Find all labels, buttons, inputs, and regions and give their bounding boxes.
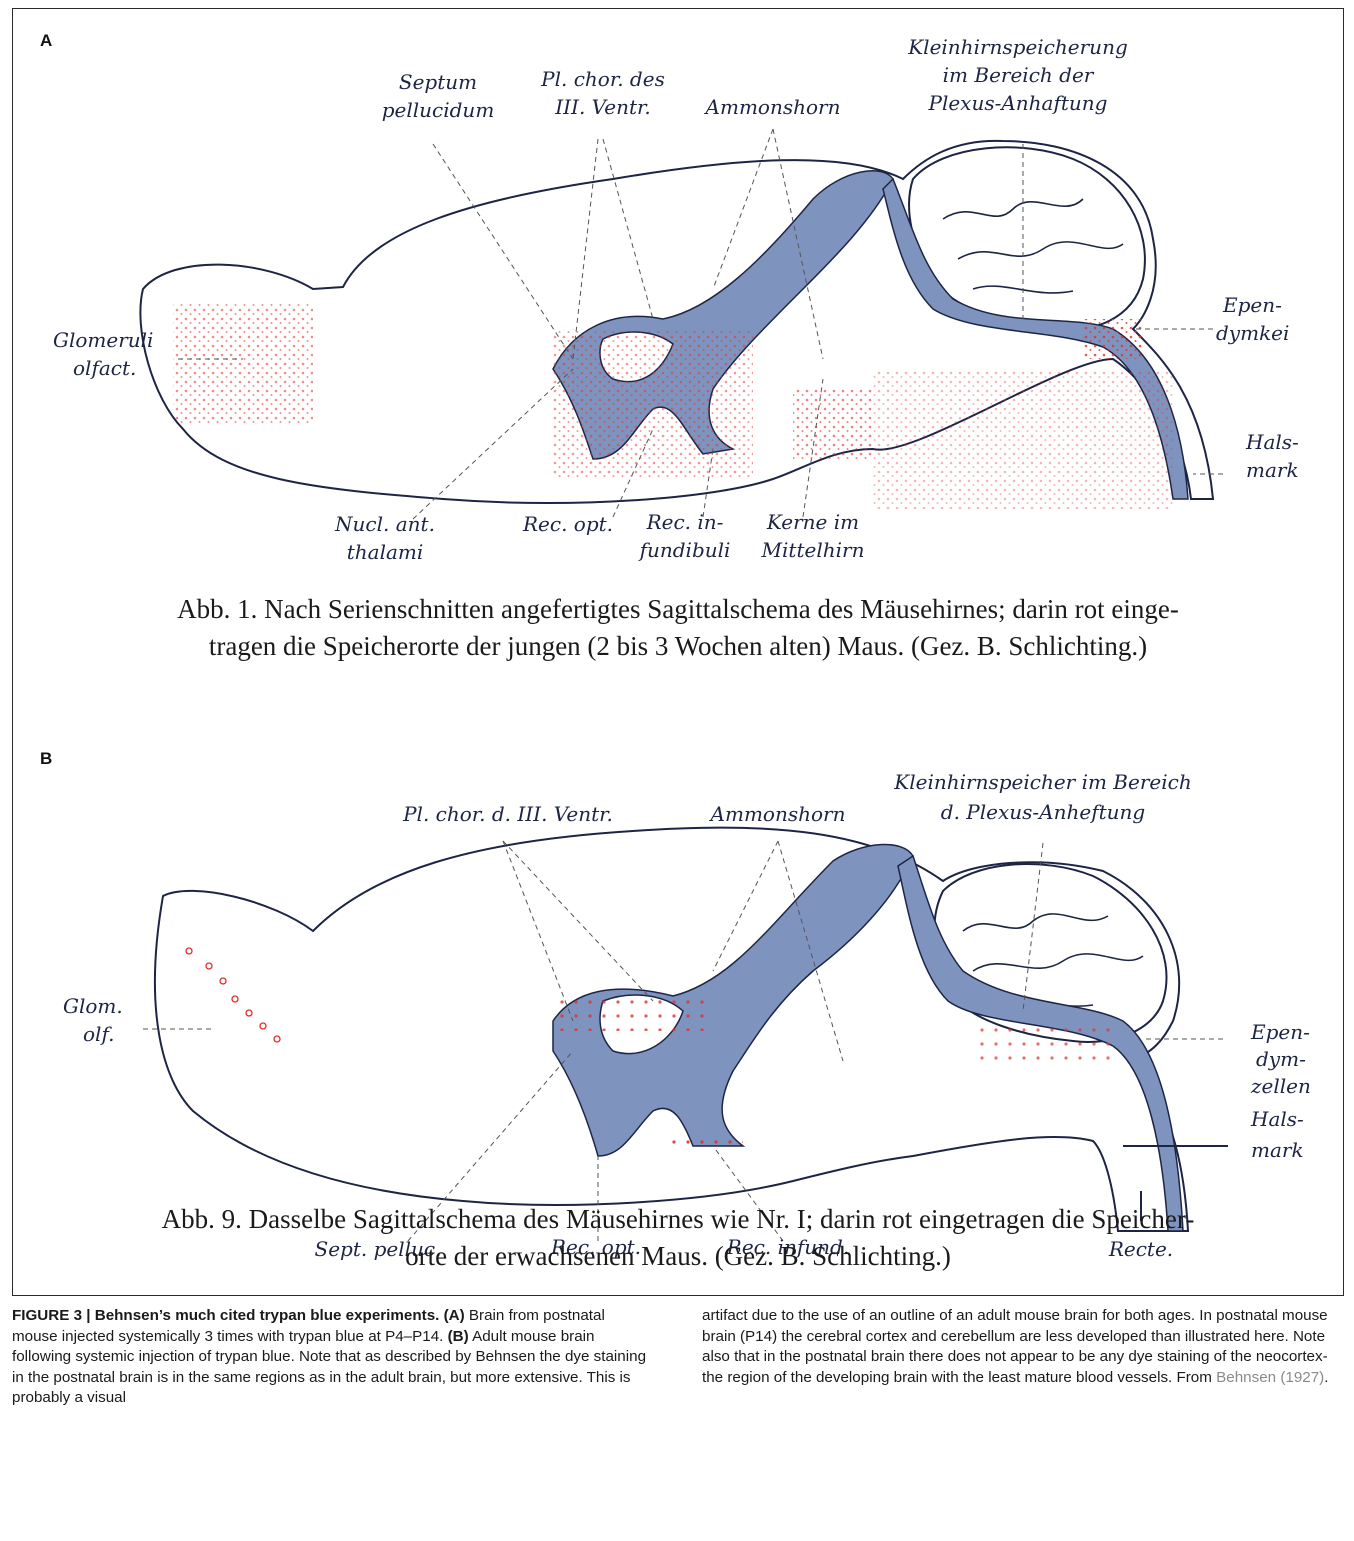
label-glom-2: olf. bbox=[83, 1022, 114, 1046]
panel-a-original-caption: Abb. 1. Nach Serienschnitten angefertigt… bbox=[13, 591, 1343, 665]
label-ammonshorn-b: Ammonshorn bbox=[709, 802, 846, 826]
label-recinf-2: fundibuli bbox=[638, 538, 731, 562]
caption-left-column: FIGURE 3 | Behnsen’s much cited trypan b… bbox=[12, 1306, 652, 1409]
reference-link[interactable]: Behnsen (1927) bbox=[1216, 1369, 1324, 1386]
label-kerne: Kerne im bbox=[766, 510, 859, 534]
panel-b-illustration: Pl. chor. d. III. Ventr. Ammonshorn Klei… bbox=[13, 761, 1343, 1261]
panel-b-caption-line1: Abb. 9. Dasselbe Sagittalschema des Mäus… bbox=[13, 1201, 1343, 1238]
label-kleinhirn-b-2: d. Plexus-Anheftung bbox=[941, 800, 1145, 824]
label-glomeruli-2: olfact. bbox=[73, 356, 136, 380]
label-septum-2: pellucidum bbox=[382, 98, 495, 122]
label-ammonshorn: Ammonshorn bbox=[704, 95, 841, 119]
panel-a-caption-line1: Abb. 1. Nach Serienschnitten angefertigt… bbox=[13, 591, 1343, 628]
label-nucl-2: thalami bbox=[347, 540, 424, 564]
label-kleinhirn-2: im Bereich der bbox=[943, 63, 1095, 87]
caption-a-tag: (A) bbox=[444, 1307, 465, 1324]
label-ependymkei-2: dymkei bbox=[1216, 321, 1289, 345]
label-halsmark: Hals- bbox=[1245, 430, 1299, 454]
label-glomeruli: Glomeruli bbox=[53, 328, 153, 352]
label-recinf: Rec. in- bbox=[646, 510, 724, 534]
label-ependymkei: Epen- bbox=[1222, 293, 1282, 317]
label-glom: Glom. bbox=[63, 994, 123, 1018]
label-plchor-2: III. Ventr. bbox=[554, 95, 651, 119]
figure-frame: A bbox=[12, 8, 1344, 1296]
label-ependym-3: zellen bbox=[1250, 1074, 1311, 1098]
label-kleinhirn-3: Plexus-Anhaftung bbox=[927, 91, 1107, 115]
label-plchor-b: Pl. chor. d. III. Ventr. bbox=[402, 802, 613, 826]
label-nucl: Nucl. ant. bbox=[334, 512, 435, 536]
label-recopt: Rec. opt. bbox=[522, 512, 613, 536]
panel-a-caption-line2: tragen die Speicherorte der jungen (2 bi… bbox=[13, 628, 1343, 665]
label-kerne-2: Mittelhirn bbox=[761, 538, 865, 562]
caption-right-column: artifact due to the use of an outline of… bbox=[702, 1306, 1342, 1409]
panel-b-caption-line2: orte der erwachsenen Maus. (Gez. B. Schl… bbox=[13, 1238, 1343, 1275]
figure-caption: FIGURE 3 | Behnsen’s much cited trypan b… bbox=[12, 1306, 1342, 1409]
panel-b-original-caption: Abb. 9. Dasselbe Sagittalschema des Mäus… bbox=[13, 1201, 1343, 1275]
panel-a-illustration: Septum pellucidum Pl. chor. des III. Ven… bbox=[13, 29, 1343, 589]
caption-b-tag: (B) bbox=[448, 1328, 469, 1345]
label-plchor: Pl. chor. des bbox=[540, 67, 665, 91]
label-ependym-2: dym- bbox=[1256, 1047, 1306, 1071]
label-ependym: Epen- bbox=[1250, 1020, 1310, 1044]
label-kleinhirn: Kleinhirnspeicherung bbox=[907, 35, 1128, 59]
caption-title: FIGURE 3 | Behnsen’s much cited trypan b… bbox=[12, 1307, 439, 1324]
label-halsmark-b-2: mark bbox=[1251, 1138, 1304, 1162]
label-septum: Septum bbox=[399, 70, 477, 94]
label-halsmark-b: Hals- bbox=[1250, 1107, 1304, 1131]
label-kleinhirn-b: Kleinhirnspeicher im Bereich bbox=[893, 770, 1191, 794]
label-halsmark-2: mark bbox=[1246, 458, 1299, 482]
caption-end: . bbox=[1324, 1369, 1328, 1386]
